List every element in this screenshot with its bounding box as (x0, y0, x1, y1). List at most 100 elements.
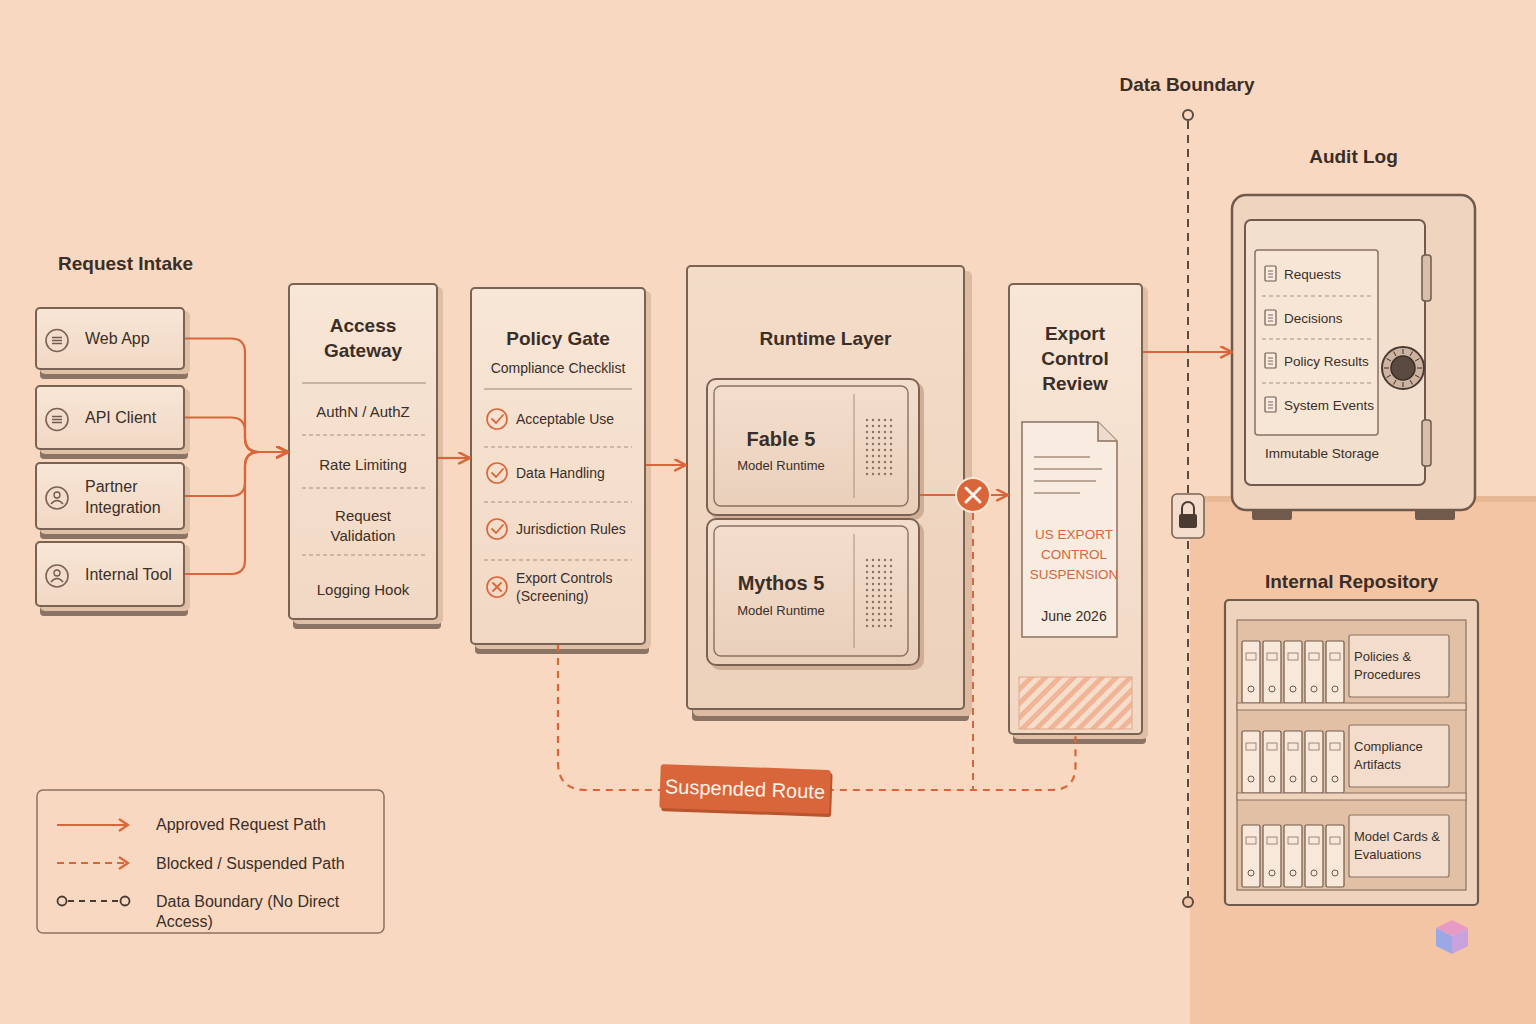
circle-shape (866, 625, 868, 627)
safe-illustration (1232, 140, 1475, 520)
rect-shape (1284, 825, 1302, 887)
path-shape (1268, 271, 1273, 277)
line-shape (854, 534, 855, 648)
rect-shape (1422, 420, 1431, 466)
suspended-route-line (558, 645, 1076, 790)
section-heading: Request Intake (58, 252, 278, 276)
node-title: Web App (85, 329, 185, 349)
circle-shape (46, 409, 68, 431)
rect-shape (1330, 653, 1340, 660)
circle-shape (884, 601, 886, 603)
path-shape (52, 338, 62, 344)
circle-shape (884, 425, 886, 427)
circle-shape (1269, 686, 1275, 692)
circle-shape (866, 595, 868, 597)
node-title: Policy Gate (472, 327, 644, 351)
circle-shape (872, 455, 874, 457)
circle-shape (878, 583, 880, 585)
circle-shape (487, 409, 507, 429)
node-title: Internal Tool (85, 565, 185, 585)
circle-shape (866, 571, 868, 573)
path-shape (493, 583, 501, 591)
rect-shape (1267, 837, 1277, 844)
circle-shape (872, 601, 874, 603)
lock-shackle (1182, 502, 1194, 515)
rect-shape (1237, 793, 1466, 800)
node-text: Model Runtime (716, 603, 846, 619)
node-title: Partner Integration (85, 476, 177, 518)
circle-shape (878, 625, 880, 627)
circle-shape (884, 571, 886, 573)
suspended-branch (972, 513, 974, 790)
circle-shape (872, 419, 874, 421)
watermark-right (1452, 928, 1468, 954)
line-shape (484, 388, 632, 389)
line-shape (1417, 368, 1422, 369)
legend-text: Blocked / Suspended Path (156, 854, 381, 874)
rect-shape (1252, 508, 1292, 520)
circle-shape (890, 625, 892, 627)
path-shape (51, 579, 63, 583)
circle-shape (884, 467, 886, 469)
node-text: Policy Results (1284, 353, 1379, 370)
intake-box: API Client (35, 385, 185, 450)
circle-shape (872, 461, 874, 463)
rect-shape (1263, 825, 1281, 887)
circle-shape (878, 449, 880, 451)
node-title: Internal Repository (1225, 570, 1478, 594)
rect-shape (1237, 620, 1466, 890)
path-shape (1098, 422, 1117, 441)
rect-shape (1267, 743, 1277, 750)
data-boundary-line (1187, 121, 1189, 896)
line-shape (1410, 380, 1413, 384)
rect-shape (1305, 731, 1323, 793)
node-text: Logging Hook (290, 580, 436, 599)
circle-shape (890, 455, 892, 457)
rect-shape (1263, 731, 1281, 793)
circle-shape (872, 595, 874, 597)
runtime-layer: Runtime LayerFable 5Model RuntimeMythos … (686, 265, 965, 710)
rect-shape (1326, 731, 1344, 793)
circle-shape (872, 589, 874, 591)
circle-shape (866, 467, 868, 469)
node-text: Acceptable Use (516, 410, 642, 428)
line-shape (484, 447, 632, 448)
rect-shape (1309, 653, 1319, 660)
circle-shape (878, 461, 880, 463)
circle-shape (866, 565, 868, 567)
circle-shape (884, 607, 886, 609)
circle-shape (878, 431, 880, 433)
rect-shape (1330, 743, 1340, 750)
rect-shape (1284, 731, 1302, 793)
circle-shape (487, 519, 507, 539)
circle-shape (1332, 776, 1338, 782)
circle-shape (890, 559, 892, 561)
node-text: Jurisdiction Rules (516, 520, 642, 538)
rect-shape (1242, 641, 1260, 703)
review-box: Export Control ReviewUS EXPORT CONTROL S… (1008, 283, 1143, 735)
line-shape (484, 560, 632, 561)
node-title: Export Control Review (1025, 321, 1125, 396)
legend-solid-head (119, 819, 128, 831)
circle-shape (890, 589, 892, 591)
circle-shape (878, 565, 880, 567)
rect-shape (1349, 725, 1449, 787)
rect-shape (1305, 641, 1323, 703)
circle-shape (866, 577, 868, 579)
circle-shape (884, 589, 886, 591)
rect-shape (1349, 815, 1449, 877)
lock-plate (1172, 494, 1204, 538)
flow-arrow (185, 339, 288, 453)
circle-shape (884, 455, 886, 457)
circle-shape (872, 431, 874, 433)
watermark-top (1436, 920, 1468, 936)
circle-shape (1332, 870, 1338, 876)
rect-shape (1263, 641, 1281, 703)
circle-shape (866, 601, 868, 603)
path-shape (52, 417, 62, 423)
shelf-illustration (1225, 565, 1478, 910)
circle-shape (878, 601, 880, 603)
rect-shape (1265, 266, 1276, 281)
